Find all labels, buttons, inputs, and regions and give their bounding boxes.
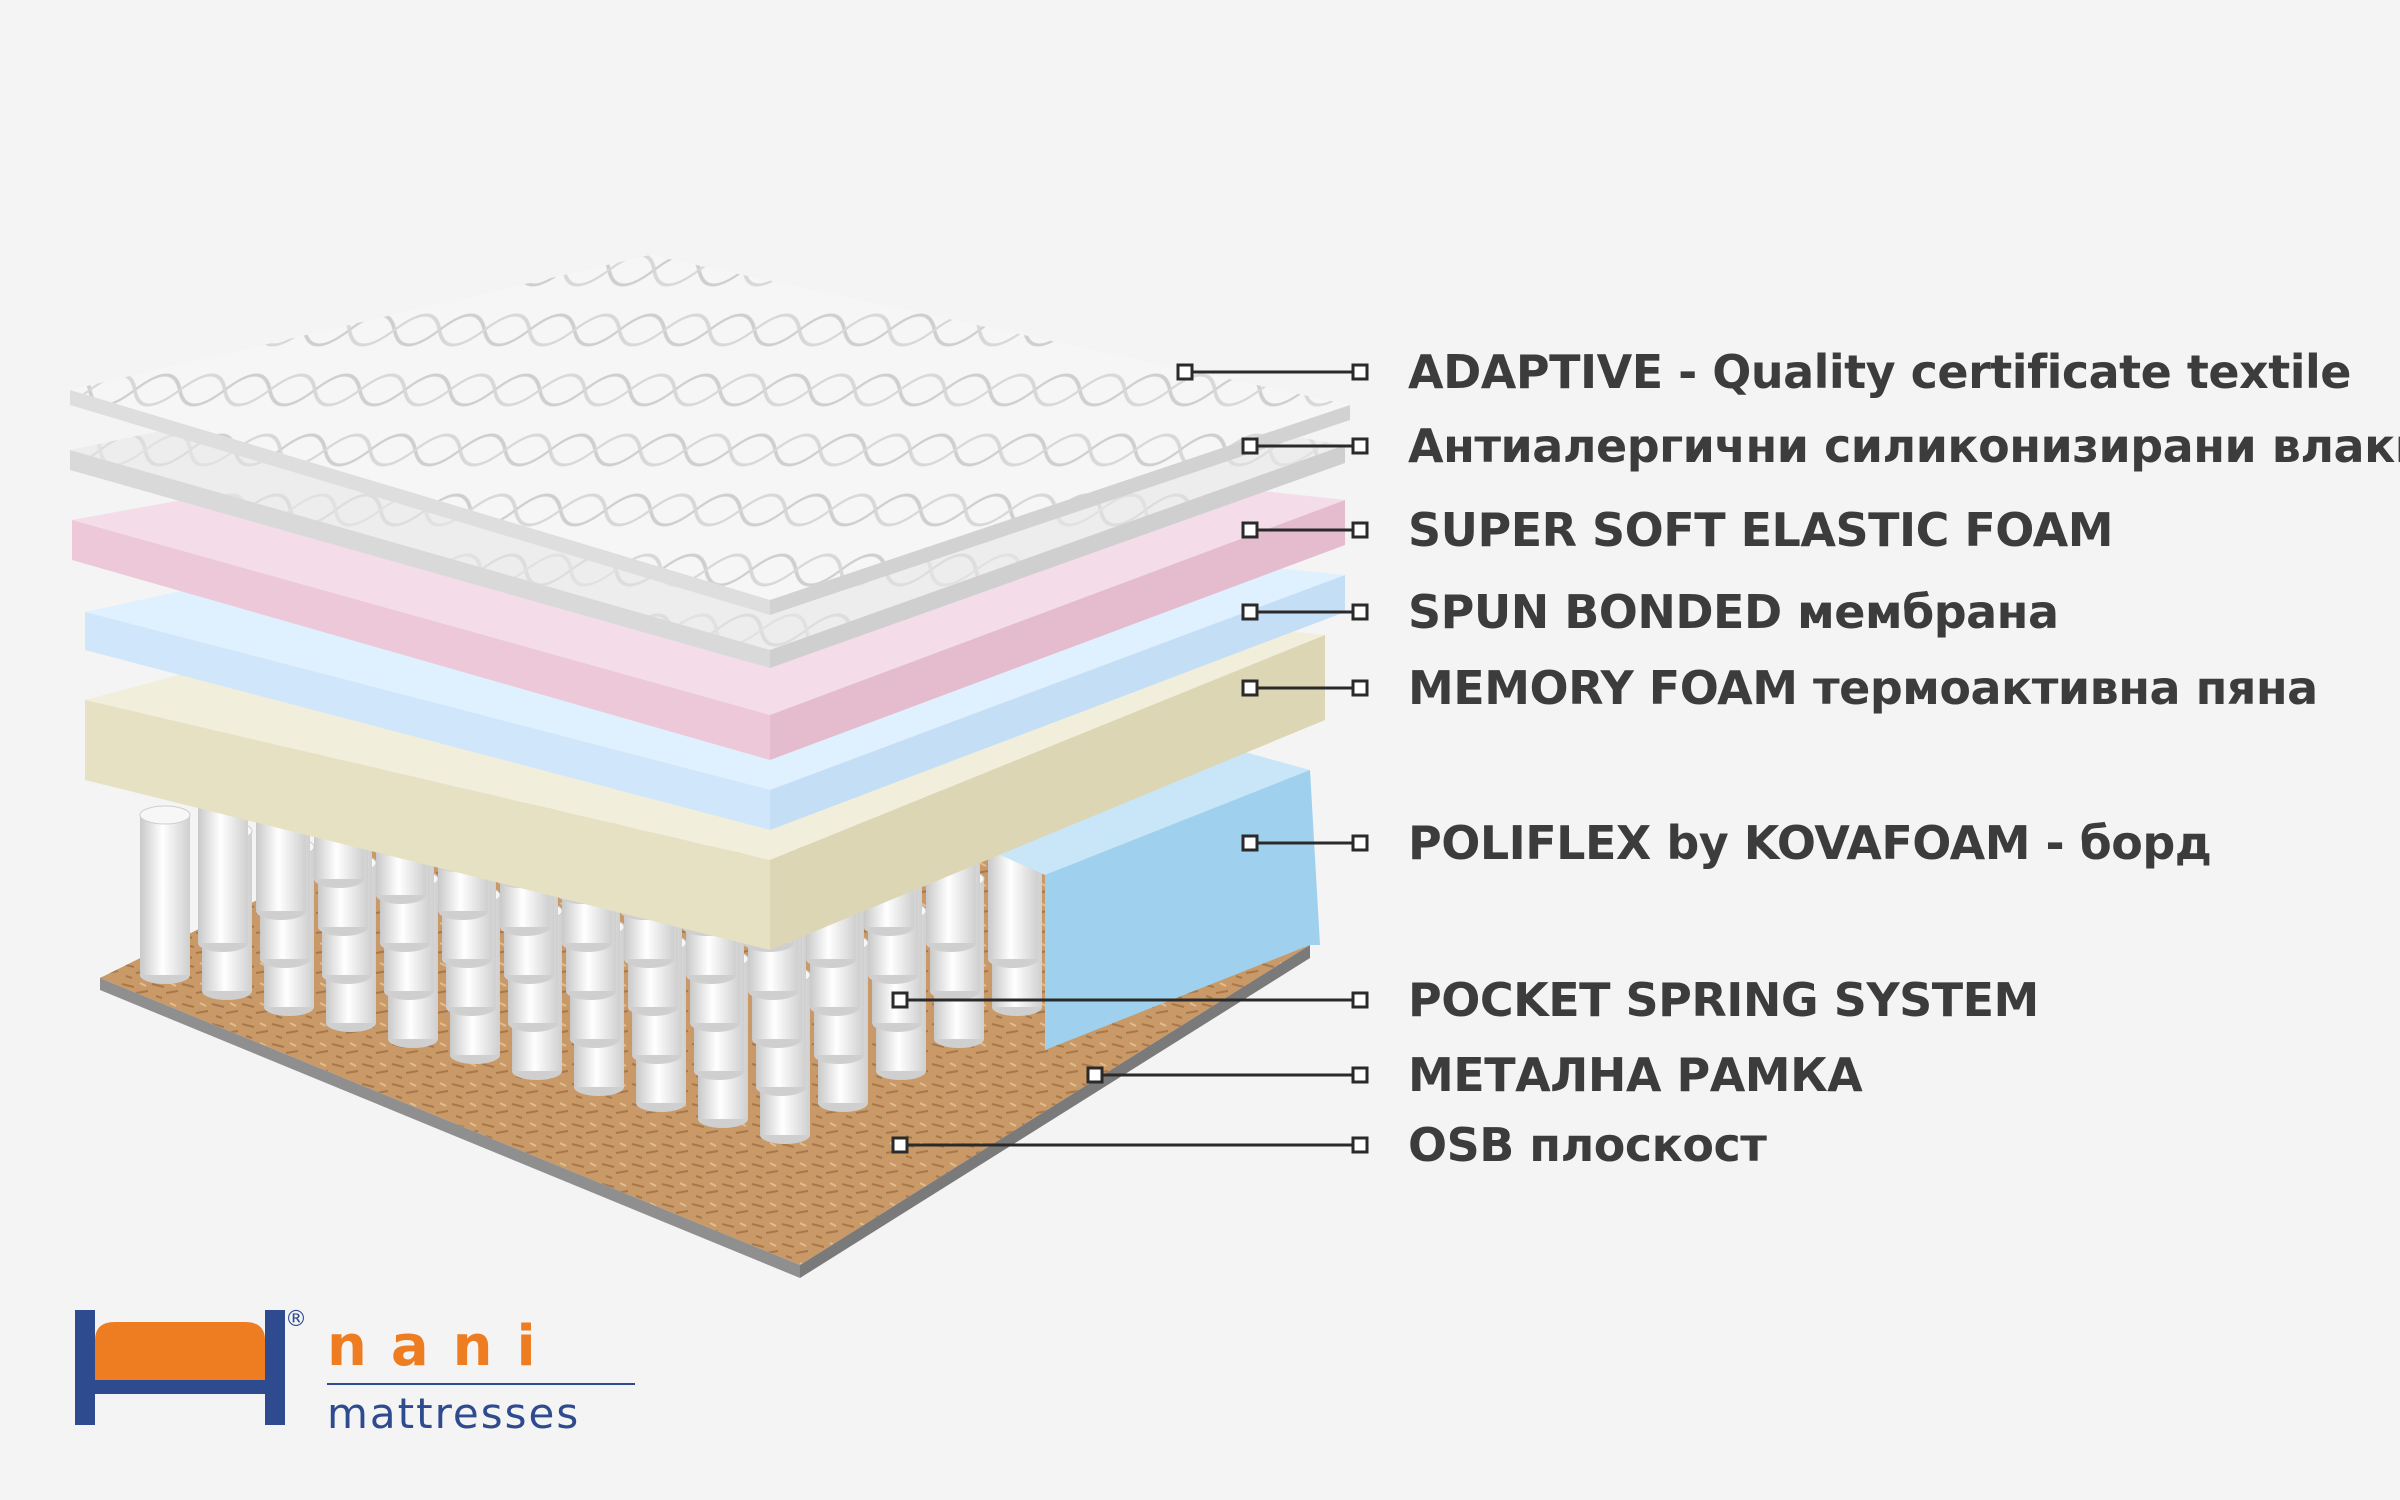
layer-label: МЕТАЛНА РАМКА (1408, 1048, 1863, 1102)
leader-end-marker (1351, 834, 1369, 852)
nani-logo: ® nani mattresses (75, 1307, 635, 1438)
brand-name: nani (327, 1314, 560, 1379)
leader-end-marker (1351, 1066, 1369, 1084)
layer-label: ADAPTIVE - Quality certificate textile (1408, 345, 2351, 399)
layer-label: SPUN BONDED мембрана (1408, 585, 2059, 639)
callout-3: SUPER SOFT ELASTIC FOAM (1241, 503, 2114, 557)
leader-start-marker (1241, 834, 1259, 852)
leader-start-marker (1241, 679, 1259, 697)
layer-label: MEMORY FOAM термоактивна пяна (1408, 661, 2318, 715)
leader-start-marker (891, 991, 909, 1009)
leader-start-marker (891, 1136, 909, 1154)
callout-2: Антиалергични силиконизирани влакна (1241, 419, 2400, 473)
leader-start-marker (1241, 521, 1259, 539)
callout-8: МЕТАЛНА РАМКА (1086, 1048, 1864, 1102)
callout-1: ADAPTIVE - Quality certificate textile (1176, 345, 2351, 399)
leader-end-marker (1351, 1136, 1369, 1154)
callout-6: POLIFLEX by KOVAFOAM - борд (1241, 816, 2212, 870)
leader-start-marker (1241, 603, 1259, 621)
leader-start-marker (1176, 363, 1194, 381)
leader-end-marker (1351, 437, 1369, 455)
callout-4: SPUN BONDED мембрана (1241, 585, 2059, 639)
callout-5: MEMORY FOAM термоактивна пяна (1241, 661, 2318, 715)
leader-end-marker (1351, 679, 1369, 697)
leader-end-marker (1351, 603, 1369, 621)
pocket-spring (139, 805, 191, 984)
leader-end-marker (1351, 991, 1369, 1009)
leader-end-marker (1351, 521, 1369, 539)
leader-end-marker (1351, 363, 1369, 381)
layer-label: OSB плоскост (1408, 1118, 1767, 1172)
leader-start-marker (1241, 437, 1259, 455)
callout-7: POCKET SPRING SYSTEM (891, 973, 2039, 1027)
textile-top-layer (70, 255, 1350, 615)
registered-mark: ® (285, 1307, 307, 1332)
layer-label: POLIFLEX by KOVAFOAM - борд (1408, 816, 2211, 870)
brand-subtitle: mattresses (327, 1389, 580, 1438)
bed-h-icon (75, 1310, 285, 1425)
layer-label: POCKET SPRING SYSTEM (1408, 973, 2039, 1027)
callout-9: OSB плоскост (891, 1118, 1768, 1172)
leader-start-marker (1086, 1066, 1104, 1084)
layer-label: SUPER SOFT ELASTIC FOAM (1408, 503, 2113, 557)
layer-callouts: ADAPTIVE - Quality certificate textileАн… (891, 345, 2400, 1172)
layer-label: Антиалергични силиконизирани влакна (1408, 419, 2400, 473)
